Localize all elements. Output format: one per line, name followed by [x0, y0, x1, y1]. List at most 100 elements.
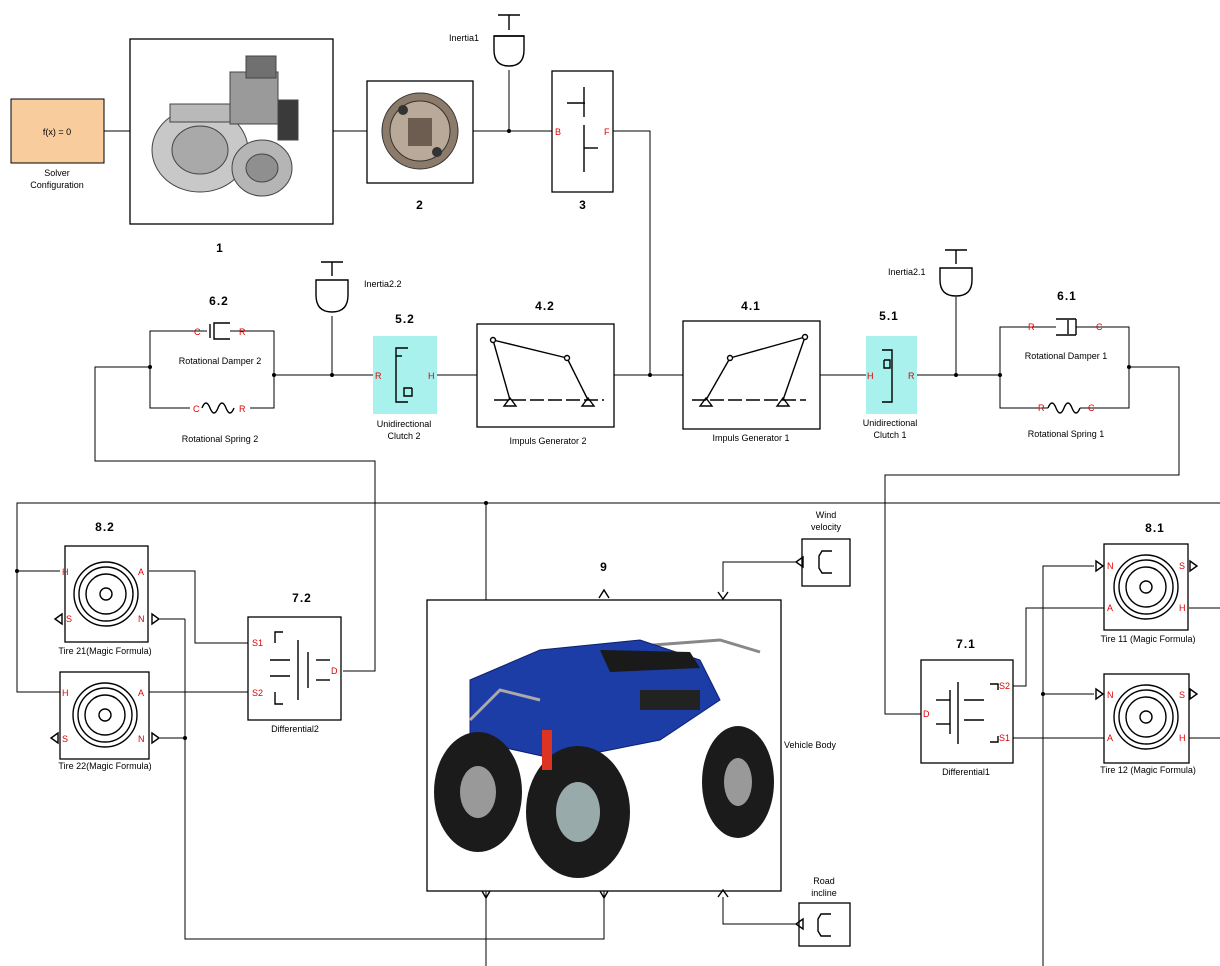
tire21-label: Tire 21(Magic Formula) [58, 646, 151, 656]
tire22-port-s: S [62, 734, 68, 744]
damper2-port-c: C [194, 327, 201, 337]
road-incline-block[interactable]: Road incline [796, 876, 850, 946]
tire22-port-n: N [138, 734, 145, 744]
vehicle-label: Vehicle Body [784, 740, 837, 750]
damper1-number: 6.1 [1057, 289, 1077, 303]
solver-configuration-block[interactable]: f(x) = 0 Solver Configuration [11, 99, 104, 190]
tire12-port-s: S [1179, 690, 1185, 700]
tire11-port-h: H [1179, 603, 1186, 613]
diff2-port-s2: S2 [252, 688, 263, 698]
differential-1-block[interactable]: 7.1 D S2 S1 Differential1 [921, 637, 1013, 777]
inertia2-1-block[interactable]: Inertia2.1 [888, 250, 972, 296]
diff2-number: 7.2 [292, 591, 312, 605]
vehicle-number: 9 [600, 560, 608, 574]
spring2-label: Rotational Spring 2 [182, 434, 259, 444]
tire21-frame [65, 546, 148, 642]
differential-2-block[interactable]: 7.2 S1 S2 D Differential2 [248, 591, 341, 734]
gen1-frame [683, 321, 820, 429]
spring1-port-r: R [1038, 403, 1045, 413]
tire21-port-h: H [62, 567, 69, 577]
wind-label-line2: velocity [811, 522, 842, 532]
inertia2-2-block[interactable]: Inertia2.2 [316, 262, 402, 312]
tire22-port-a: A [138, 688, 144, 698]
uclutch2-port-r: R [375, 371, 382, 381]
spring1-port-c: C [1088, 403, 1095, 413]
gearbox-port-b: B [555, 127, 561, 137]
diff1-port-s1: S1 [999, 733, 1010, 743]
clutch-number: 2 [416, 198, 424, 212]
tire-11-block[interactable]: 8.1 N S A H Tire 11 (Magic Formula) [1096, 521, 1197, 644]
uclutch2-label-line2: Clutch 2 [387, 431, 420, 441]
tire12-port-a: A [1107, 733, 1113, 743]
clutch-image [382, 93, 458, 169]
tire11-port-n: N [1107, 561, 1114, 571]
tire12-port-n: N [1107, 690, 1114, 700]
inertia2-2-label: Inertia2.2 [364, 279, 402, 289]
diff2-label: Differential2 [271, 724, 319, 734]
tire21-port-a: A [138, 567, 144, 577]
gen2-frame [477, 324, 614, 427]
uclutch1-port-h: H [867, 371, 874, 381]
rotational-spring-2-block[interactable]: C R Rotational Spring 2 [182, 403, 259, 444]
vehicle-body-block[interactable]: 9 Vehicle Body [427, 560, 837, 898]
damper2-label: Rotational Damper 2 [179, 356, 262, 366]
wind-label-line1: Wind [816, 510, 837, 520]
rotational-damper-2-block[interactable]: 6.2 C R Rotational Damper 2 [179, 294, 262, 366]
gen2-label: Impuls Generator 2 [509, 436, 586, 446]
inertia2-1-label: Inertia2.1 [888, 267, 926, 277]
uclutch1-label-line2: Clutch 1 [873, 430, 906, 440]
tire11-number: 8.1 [1145, 521, 1165, 535]
spring2-port-r: R [239, 404, 246, 414]
damper1-label: Rotational Damper 1 [1025, 351, 1108, 361]
engine-number: 1 [216, 241, 224, 255]
diff1-port-s2: S2 [999, 681, 1010, 691]
tire21-number: 8.2 [95, 520, 115, 534]
tire-22-block[interactable]: H A S N Tire 22(Magic Formula) [51, 672, 159, 771]
rotational-spring-1-block[interactable]: R C Rotational Spring 1 [1028, 403, 1105, 439]
gearbox-port-f: F [604, 127, 610, 137]
diff2-port-s1: S1 [252, 638, 263, 648]
uclutch1-port-r: R [908, 371, 915, 381]
gen1-number: 4.1 [741, 299, 761, 313]
gen1-label: Impuls Generator 1 [712, 433, 789, 443]
damper1-port-r: R [1028, 322, 1035, 332]
centrifugal-clutch-block[interactable]: 2 [367, 81, 473, 212]
tire-12-block[interactable]: N S A H Tire 12 (Magic Formula) [1096, 674, 1197, 775]
impuls-generator-2-block[interactable]: 4.2 Impuls Generator 2 [477, 299, 614, 446]
uclutch2-number: 5.2 [395, 312, 415, 326]
road-label-line1: Road [813, 876, 835, 886]
spring2-port-c: C [193, 404, 200, 414]
rotational-damper-1-block[interactable]: 6.1 R C Rotational Damper 1 [1025, 289, 1108, 361]
gearbox-block[interactable]: B F 3 [552, 71, 613, 212]
gen2-number: 4.2 [535, 299, 555, 313]
inertia1-label: Inertia1 [449, 33, 479, 43]
solver-label-line1: Solver [44, 168, 70, 178]
tire11-frame [1104, 544, 1188, 630]
gearbox-number: 3 [579, 198, 587, 212]
engine-block[interactable]: 1 [130, 39, 333, 255]
inertia1-block[interactable]: Inertia1 [449, 15, 524, 66]
uclutch1-label-line1: Unidirectional [863, 418, 918, 428]
uclutch2-label-line1: Unidirectional [377, 419, 432, 429]
tire11-port-s: S [1179, 561, 1185, 571]
tire12-label: Tire 12 (Magic Formula) [1100, 765, 1196, 775]
spring1-label: Rotational Spring 1 [1028, 429, 1105, 439]
damper1-port-c: C [1096, 322, 1103, 332]
tire-21-block[interactable]: 8.2 H A S N Tire 21(Magic Formula) [55, 520, 159, 656]
diff1-number: 7.1 [956, 637, 976, 651]
diff2-port-d: D [331, 666, 338, 676]
diff1-port-d: D [923, 709, 930, 719]
road-label-line2: incline [811, 888, 837, 898]
wind-velocity-block[interactable]: Wind velocity [796, 510, 850, 586]
diff1-label: Differential1 [942, 767, 990, 777]
tire22-label: Tire 22(Magic Formula) [58, 761, 151, 771]
tire21-port-n: N [138, 614, 145, 624]
impuls-generator-1-block[interactable]: 4.1 Impuls Generator 1 [683, 299, 820, 443]
unidirectional-clutch-2-block[interactable]: 5.2 R H Unidirectional Clutch 2 [373, 312, 437, 441]
wind-source-box [802, 539, 850, 586]
unidirectional-clutch-1-block[interactable]: 5.1 H R Unidirectional Clutch 1 [863, 309, 918, 440]
uclutch2-port-h: H [428, 371, 435, 381]
solver-expression: f(x) = 0 [43, 127, 71, 137]
solver-label-line2: Configuration [30, 180, 84, 190]
